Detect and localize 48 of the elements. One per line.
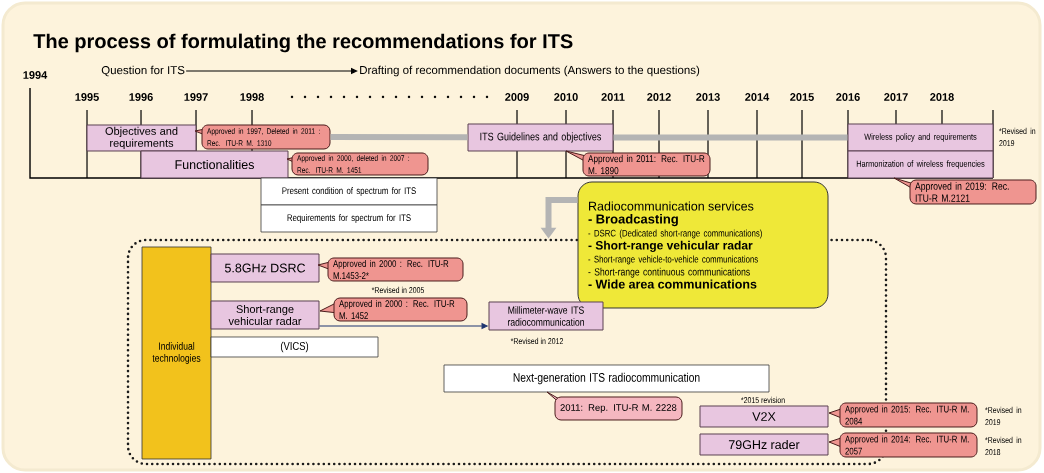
process-box: Harmonization of wireless frequencies — [847, 150, 994, 179]
title: The process of formulating the recommendations for ITS — [33, 33, 573, 53]
year-label: 2018 — [930, 93, 954, 101]
note-text: *Revised in 2012 — [510, 337, 563, 345]
callout-bubble: 2011: Rep. ITU-R M. 2228 — [546, 391, 683, 421]
year-label: 2012 — [647, 93, 671, 101]
process-box: Next-generation ITS radiocommunication — [443, 364, 770, 393]
phase-label: Drafting of recommendation documents (Answers to the questions) — [360, 65, 700, 77]
process-box: Millimeter-wave ITS radiocommunication — [488, 301, 604, 331]
year-label: 1996 — [129, 93, 153, 101]
year-label: 2010 — [554, 93, 578, 101]
callout-bubble: Approved in 1997, Deleted in 2011 : Rec. ITU-R M. 1310 — [194, 124, 331, 150]
category-box: Individual technologies — [141, 246, 212, 460]
year-label: 2011 — [601, 93, 625, 101]
process-box: Wireless policy and requirements — [847, 123, 994, 152]
callout-bubble: Approved in 2014: Rec. ITU-R M. 2057 — [828, 432, 978, 458]
note-text: *Revised in 2019 — [999, 127, 1036, 147]
year-label: 2009 — [505, 93, 529, 101]
process-box: Functionalities — [140, 150, 289, 179]
process-box: 79GHz rader — [699, 433, 829, 456]
note-text: *Revised in 2005 — [371, 286, 425, 294]
process-box: V2X — [699, 405, 829, 428]
callout-bubble: Approved in 2015: Rec. ITU-R M. 2084 — [828, 402, 978, 428]
callout-bubble: Approved in 2000 : Rec. ITU-R M.1453-2* — [317, 257, 464, 282]
year-label: 1995 — [75, 93, 99, 101]
year-label: 1998 — [240, 93, 264, 101]
year-label: 2017 — [884, 93, 908, 101]
year-label: 1997 — [184, 93, 208, 101]
process-box: ITS Guidelines and objectives — [467, 123, 614, 152]
callout-bubble: Approved in 2000 : Rec. ITU-R M. 1452 — [319, 297, 468, 322]
process-box: Short-range vehicular radar — [210, 300, 320, 330]
process-box: Present condition of spectrum for ITS — [260, 177, 438, 206]
process-box: Objectives and requirements — [86, 124, 197, 152]
note-text: *Revised in 2019 — [985, 406, 1022, 426]
year-label: 2013 — [696, 93, 720, 101]
year-label: 1994 — [23, 71, 48, 79]
callout-bubble: Approved in 2000, deleted in 2007 : Rec. ITU-R M. 1451 — [286, 152, 429, 176]
callout-bubble: Approved in 2019: Rec. ITU-R M.2121 — [893, 177, 1037, 205]
year-label: 2016 — [836, 93, 860, 101]
process-box: (VICS) — [210, 336, 379, 358]
callout-bubble: Approved in 2011: Rec. ITU-R M. 1890 — [565, 150, 711, 177]
year-label: 2014 — [745, 93, 770, 101]
process-box: Requirements for spectrum for ITS — [260, 204, 438, 233]
process-box: 5.8GHz DSRC — [210, 253, 320, 283]
note-text: *2015 revision — [741, 396, 785, 404]
note-text: *Revised in 2018 — [985, 436, 1022, 456]
phase-label: Question for ITS — [101, 65, 185, 77]
year-label: 2015 — [790, 93, 814, 101]
